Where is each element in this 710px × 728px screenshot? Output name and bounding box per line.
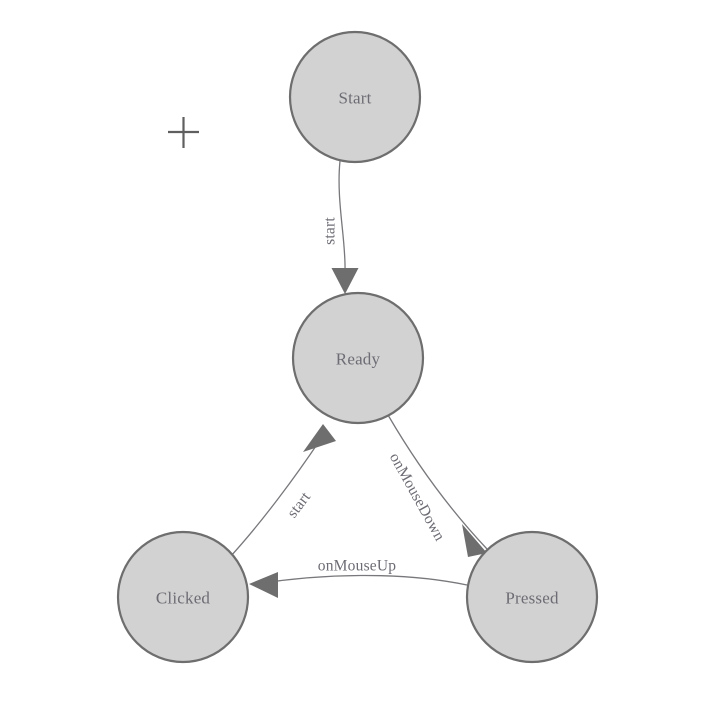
edge-label-pressed-to-clicked: onMouseUp — [318, 558, 396, 575]
edge-path[interactable] — [338, 160, 346, 272]
arrow-head-icon — [462, 524, 487, 557]
edge-path[interactable] — [387, 414, 488, 550]
arrow-head-icon — [303, 424, 336, 452]
arrow-head-icon — [331, 268, 359, 294]
edge-clicked-to-ready[interactable] — [229, 424, 336, 558]
node-label: Start — [338, 89, 371, 108]
edges-layer — [229, 160, 488, 598]
node-label: Pressed — [505, 589, 559, 608]
node-start[interactable]: Start — [288, 30, 422, 164]
edge-path[interactable] — [255, 574, 468, 586]
arrow-head-icon — [249, 572, 278, 598]
edge-start-to-ready[interactable] — [331, 160, 359, 294]
node-label: Ready — [336, 350, 381, 369]
node-ready[interactable]: Ready — [291, 291, 425, 425]
plus-marker-icon[interactable] — [168, 117, 199, 148]
node-label: Clicked — [156, 589, 211, 608]
node-shape[interactable] — [288, 30, 422, 164]
edge-pressed-to-clicked[interactable] — [249, 572, 468, 598]
node-shape[interactable] — [465, 530, 599, 664]
nodes-layer: Start Ready Clicked Pressed — [116, 30, 599, 664]
edge-label-ready-to-pressed: onMouseDown — [386, 450, 448, 544]
edge-label-start-to-ready: start — [322, 217, 339, 245]
node-clicked[interactable]: Clicked — [116, 530, 250, 664]
edge-path[interactable] — [229, 439, 321, 558]
edge-ready-to-pressed[interactable] — [387, 414, 488, 557]
node-shape[interactable] — [291, 291, 425, 425]
node-shape[interactable] — [116, 530, 250, 664]
edge-label-clicked-to-ready: start — [284, 488, 315, 521]
node-pressed[interactable]: Pressed — [465, 530, 599, 664]
